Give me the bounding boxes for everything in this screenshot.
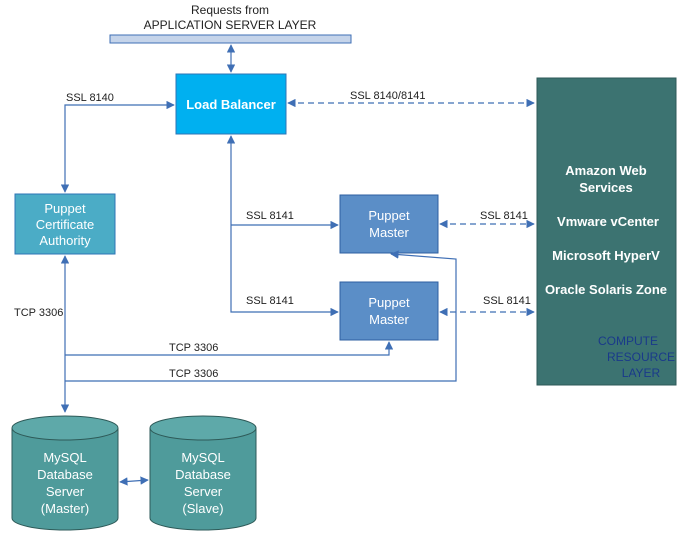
header-line2: APPLICATION SERVER LAYER bbox=[144, 18, 317, 32]
puppet-ca-box bbox=[14, 193, 116, 255]
edge-mysql-pm2 bbox=[65, 341, 394, 356]
mysql-slave-label-2: Database bbox=[175, 467, 231, 482]
ca-label-1: Puppet bbox=[44, 201, 86, 216]
mysql-slave-label-3: Server bbox=[184, 484, 223, 499]
pm2-label-2: Master bbox=[369, 312, 409, 327]
edge-mysql-pm1 bbox=[65, 250, 457, 382]
label-ssl-8141-lb-pm1: SSL 8141 bbox=[246, 210, 294, 222]
mysql-slave-cylinder bbox=[149, 415, 257, 531]
puppet-master-1-box bbox=[339, 194, 439, 254]
mysql-master-cylinder bbox=[11, 415, 119, 531]
header-line1: Requests from bbox=[191, 3, 269, 17]
compute-layer-label-2: RESOURCE bbox=[607, 350, 675, 364]
label-ssl-8140-8141: SSL 8140/8141 bbox=[350, 90, 425, 102]
application-server-bar bbox=[109, 34, 352, 44]
ca-label-2: Certificate bbox=[36, 217, 95, 232]
edge-mysql-replication bbox=[119, 476, 149, 486]
compute-item-aws-1: Amazon Web bbox=[565, 163, 646, 178]
mysql-master-label-1: MySQL bbox=[43, 450, 86, 465]
compute-item-aws-2: Services bbox=[579, 180, 633, 195]
mysql-slave-label-1: MySQL bbox=[181, 450, 224, 465]
compute-layer-label-1: COMPUTE bbox=[598, 334, 658, 348]
mysql-master-label-3: Server bbox=[46, 484, 85, 499]
label-tcp-3306-pm2: TCP 3306 bbox=[169, 342, 218, 354]
label-ssl-8141-pm2-cr: SSL 8141 bbox=[483, 295, 531, 307]
label-ssl-8141-lb-pm2: SSL 8141 bbox=[246, 295, 294, 307]
mysql-master-label-4: (Master) bbox=[41, 501, 89, 516]
load-balancer-label: Load Balancer bbox=[186, 97, 276, 112]
pm2-label-1: Puppet bbox=[368, 295, 410, 310]
ca-label-3: Authority bbox=[39, 233, 91, 248]
label-ssl-8140: SSL 8140 bbox=[66, 92, 114, 104]
pm1-label-2: Master bbox=[369, 225, 409, 240]
compute-item-vmware: Vmware vCenter bbox=[557, 214, 659, 229]
label-tcp-3306-ca: TCP 3306 bbox=[14, 307, 63, 319]
label-tcp-3306-pm1: TCP 3306 bbox=[169, 368, 218, 380]
mysql-master-label-2: Database bbox=[37, 467, 93, 482]
edge-lb-pm2 bbox=[226, 135, 339, 317]
edge-ca-lb bbox=[60, 100, 175, 193]
compute-item-solaris: Oracle Solaris Zone bbox=[545, 282, 667, 297]
compute-layer-label-3: LAYER bbox=[622, 366, 661, 380]
label-ssl-8141-pm1-cr: SSL 8141 bbox=[480, 210, 528, 222]
mysql-slave-label-4: (Slave) bbox=[182, 501, 223, 516]
load-balancer-box bbox=[175, 73, 287, 135]
pm1-label-1: Puppet bbox=[368, 208, 410, 223]
compute-item-hyperv: Microsoft HyperV bbox=[552, 248, 660, 263]
compute-resource-layer-box bbox=[536, 77, 677, 386]
puppet-master-2-box bbox=[339, 281, 439, 341]
